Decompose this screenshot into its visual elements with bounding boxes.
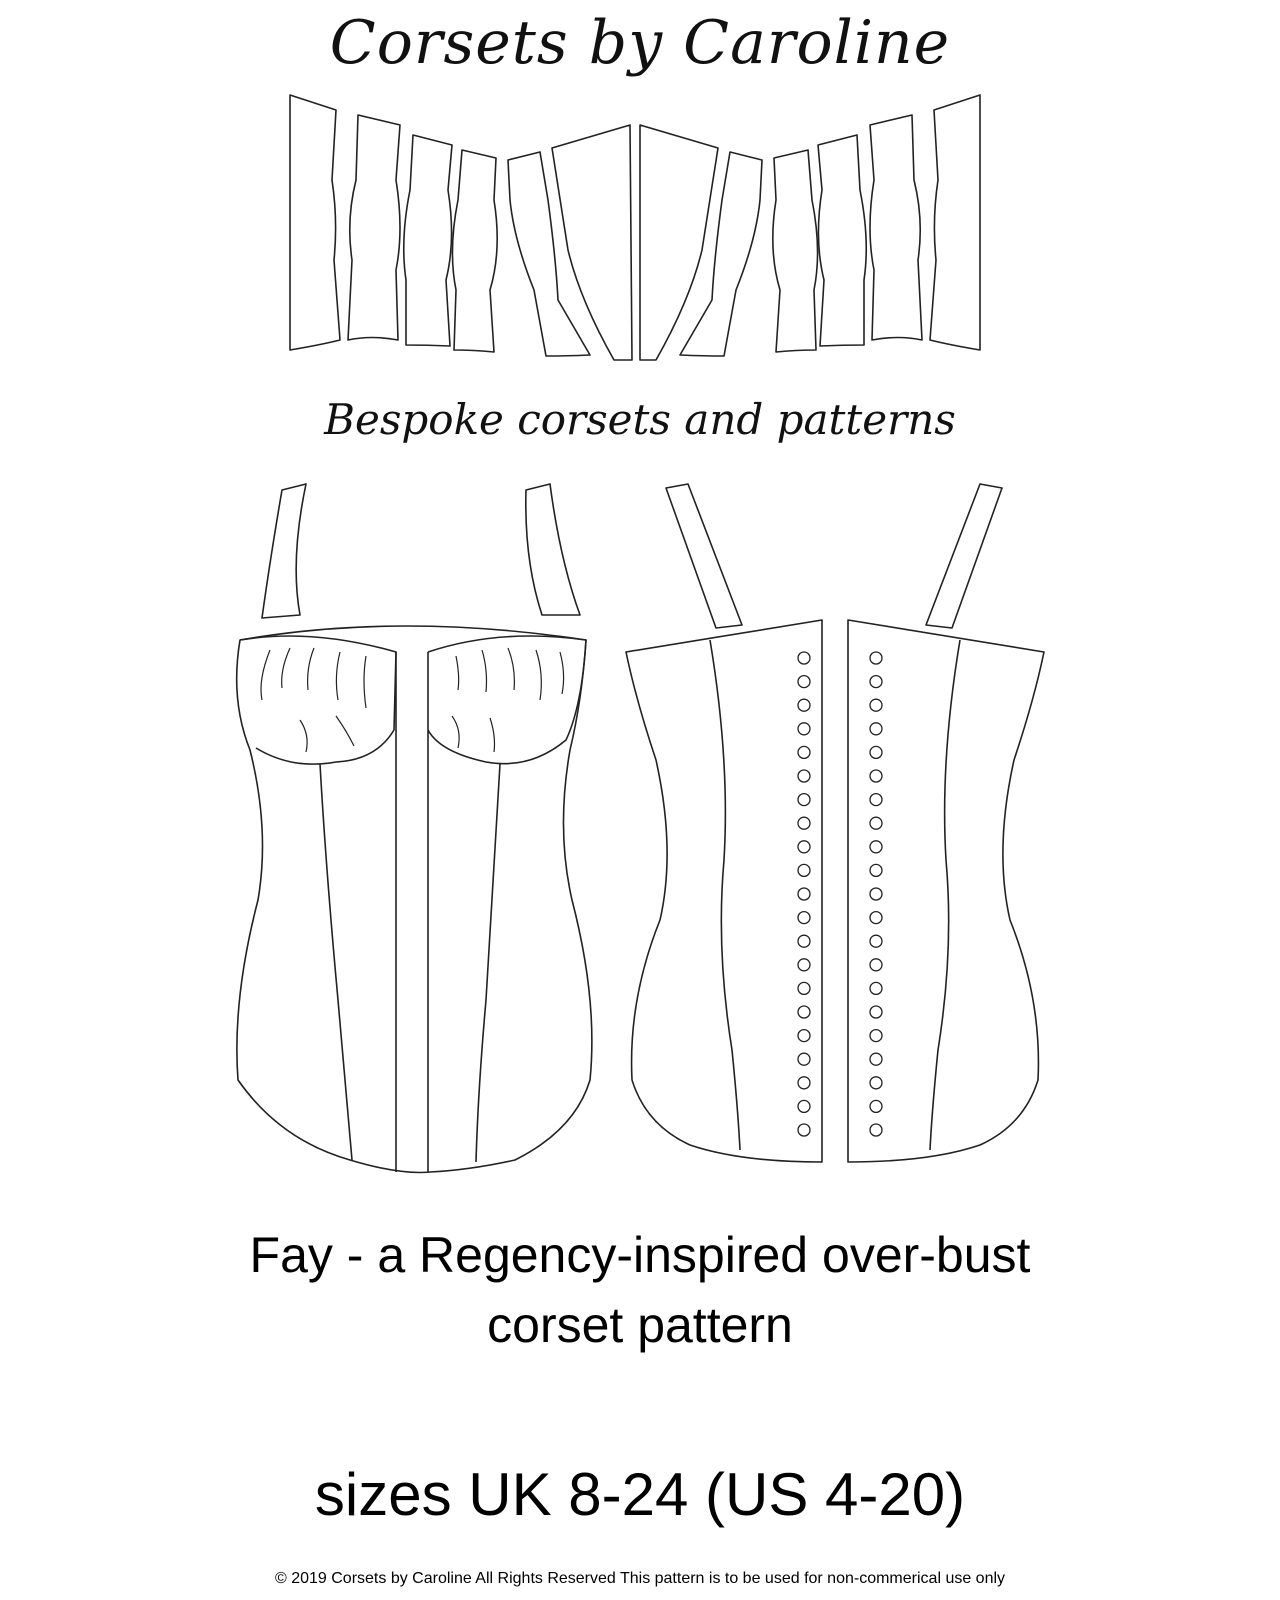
eyelet [869, 769, 883, 783]
eyelet [869, 887, 883, 901]
eyelet [797, 840, 811, 854]
front-right-seam [475, 763, 501, 1163]
eyelet [869, 1076, 883, 1090]
eyelet [869, 745, 883, 760]
eyelet [869, 840, 883, 854]
eyelet [797, 1028, 811, 1043]
back-right-strap [925, 483, 1003, 629]
eyelet [797, 769, 811, 783]
copyright-notice: © 2019 Corsets by Caroline All Rights Re… [274, 1570, 1006, 1587]
eyelet [869, 1028, 883, 1043]
back-left-eyelets [797, 651, 811, 1137]
corset-back-view-drawing [625, 483, 1045, 1163]
eyelet [869, 958, 883, 972]
eyelet [869, 934, 883, 948]
eyelet [797, 1123, 811, 1137]
eyelet [797, 1099, 811, 1114]
eyelet [869, 1052, 883, 1066]
eyelet [797, 745, 811, 760]
front-left-strap [261, 483, 307, 619]
eyelet [869, 816, 883, 830]
pattern-piece [817, 134, 868, 347]
pattern-piece [451, 149, 498, 353]
eyelet [797, 934, 811, 948]
pattern-piece [289, 94, 341, 351]
pattern-piece [551, 124, 633, 361]
eyelet [869, 651, 883, 665]
eyelet [797, 1052, 811, 1066]
eyelet [797, 651, 811, 665]
pattern-pieces-drawing [289, 94, 981, 361]
front-left-seam [319, 763, 353, 1161]
pattern-piece [507, 151, 591, 357]
corset-front-view-drawing [235, 483, 593, 1174]
eyelet [869, 863, 883, 878]
front-gathers [260, 647, 565, 753]
eyelet [797, 887, 811, 901]
pattern-piece [402, 134, 453, 347]
eyelet [797, 674, 811, 689]
tagline: Bespoke corsets and patterns [324, 395, 956, 444]
eyelet [797, 958, 811, 972]
back-left-panel [625, 619, 823, 1163]
pattern-piece [639, 124, 719, 361]
back-left-strap [665, 483, 743, 629]
size-range: sizes UK 8-24 (US 4-20) [314, 1461, 966, 1528]
eyelet [797, 698, 811, 712]
brand-title: Corsets by Caroline [329, 8, 951, 78]
pattern-piece [772, 149, 819, 353]
pattern-piece [347, 114, 401, 341]
back-right-eyelets [869, 651, 883, 1137]
back-left-seam [709, 639, 741, 1151]
back-right-seam [929, 639, 961, 1151]
illustrations [235, 94, 1045, 1174]
eyelet [869, 981, 883, 996]
back-right-panel [847, 619, 1045, 1163]
eyelet [797, 792, 811, 807]
pattern-piece [679, 151, 763, 357]
product-title-line2: corset pattern [487, 1297, 793, 1353]
eyelet [797, 981, 811, 996]
eyelet [797, 1076, 811, 1090]
eyelet [797, 863, 811, 878]
eyelet [797, 910, 811, 925]
eyelet [869, 910, 883, 925]
eyelet [869, 722, 883, 736]
eyelet [869, 792, 883, 807]
eyelet [797, 722, 811, 736]
eyelet [869, 1123, 883, 1137]
pattern-piece [869, 114, 923, 341]
eyelet [869, 674, 883, 689]
front-left-cup [239, 635, 397, 765]
eyelet [797, 1005, 811, 1019]
pattern-piece [929, 94, 981, 351]
front-outline [235, 625, 593, 1174]
eyelet [869, 698, 883, 712]
product-title: Fay - a Regency-inspired over-bust corse… [140, 1220, 1140, 1360]
front-right-strap [525, 483, 581, 616]
eyelet [869, 1099, 883, 1114]
product-title-line1: Fay - a Regency-inspired over-bust [249, 1227, 1031, 1283]
front-right-cup [427, 635, 587, 765]
eyelet [797, 816, 811, 830]
eyelet [869, 1005, 883, 1019]
